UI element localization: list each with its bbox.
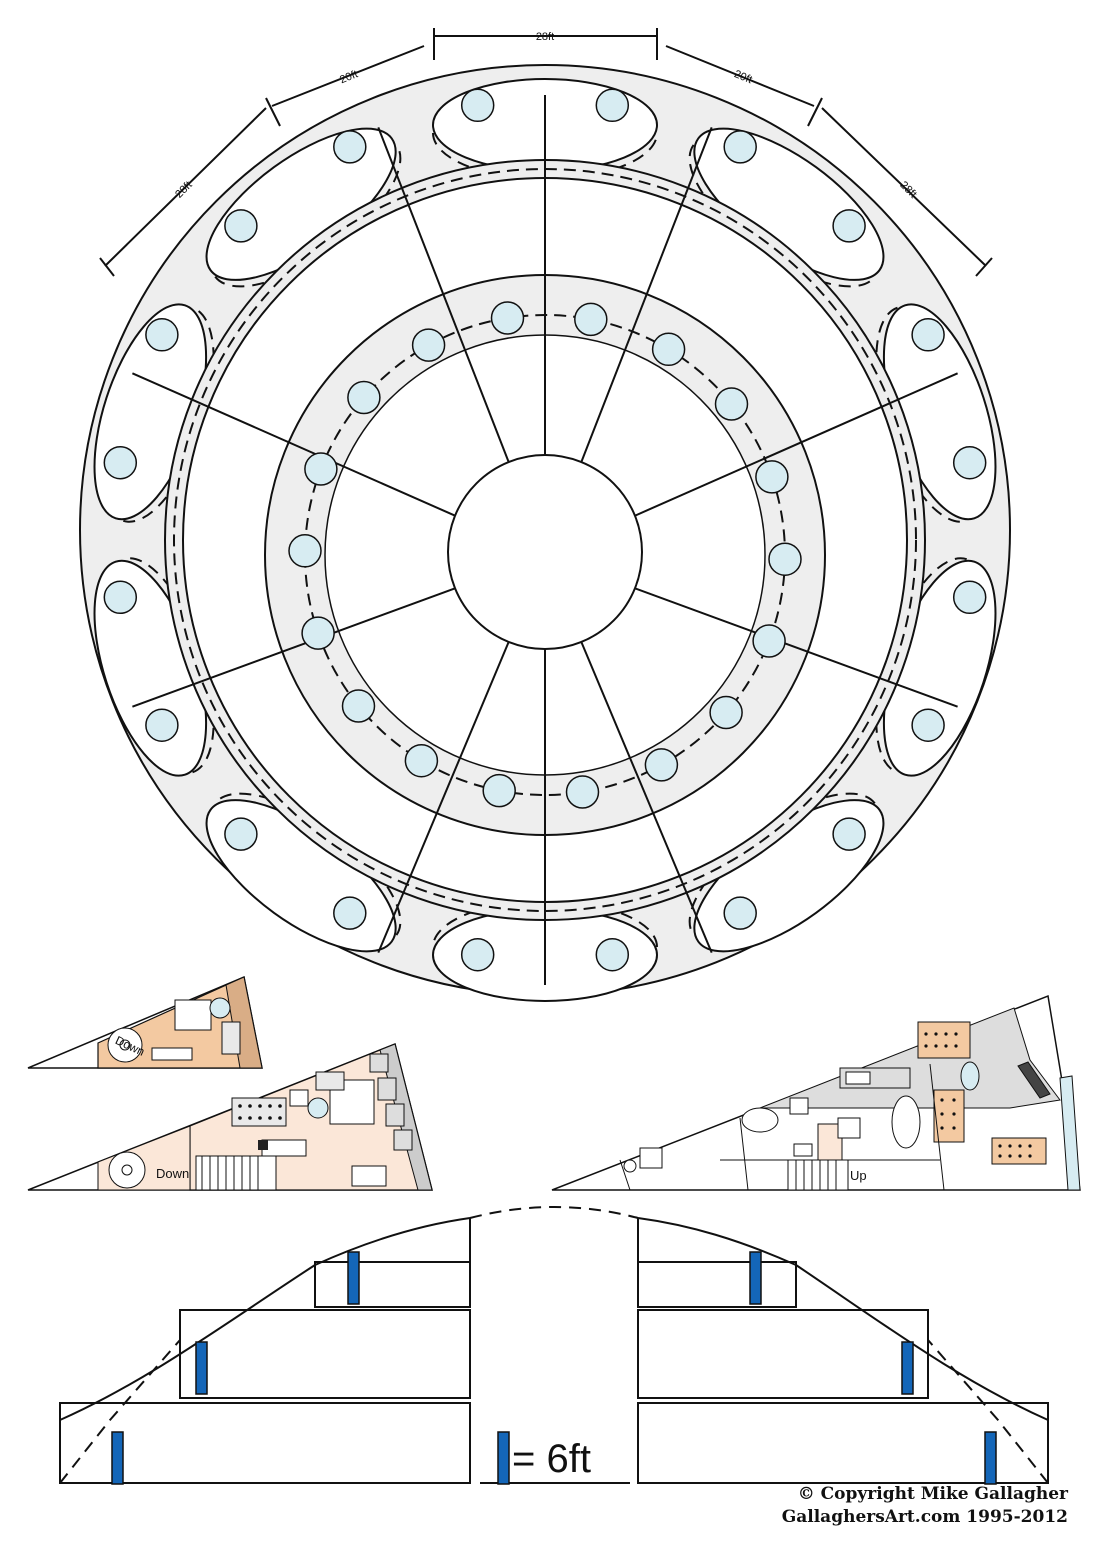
porthole [224,817,258,851]
porthole [644,748,679,782]
porthole [911,318,945,352]
porthole [333,130,367,164]
person-marker [984,1431,997,1485]
porthole [224,209,258,243]
porthole [595,937,630,972]
spoke [634,587,958,708]
porthole [723,130,757,164]
spoke [131,372,456,517]
spoke [634,372,959,517]
central-hub [447,454,643,650]
floorplan-right-wedge: Up [551,994,1081,1191]
porthole [411,328,446,362]
porthole [103,445,138,480]
spoke [132,587,456,708]
website-line: GallaghersArt.com 1995-2012 [781,1507,1068,1527]
porthole [490,301,525,335]
right-up-label: Up [850,1168,867,1183]
porthole [755,460,789,494]
dim-top-label: 28ft [536,31,554,43]
porthole [651,332,686,367]
person-marker [195,1341,208,1395]
porthole [574,302,608,337]
spoke [377,641,510,953]
porthole [752,624,786,658]
station-top-view [79,64,1011,1002]
person-marker [111,1431,124,1485]
porthole [832,817,866,851]
floorplan-small-wedge: Down [27,975,263,1069]
porthole [460,937,495,972]
spoke [377,127,510,463]
middle-ring-dash [173,168,917,912]
person-marker [347,1251,360,1305]
spoke [580,127,713,463]
section-roof [59,1206,1049,1484]
dim-upper-right-label: 20ft [732,68,754,86]
copyright-block: © Copyright Mike Gallagher GallaghersArt… [782,1483,1068,1529]
mid-down-label: Down [156,1166,189,1181]
porthole [347,380,381,415]
porthole [288,534,322,568]
scale-label: = 6ft [512,1437,591,1481]
side-section [59,1218,1049,1484]
porthole [333,896,367,930]
porthole [103,580,138,615]
porthole [341,689,376,723]
porthole [301,616,335,650]
porthole [595,88,630,123]
person-marker [901,1341,914,1395]
floorplan-mid-wedge: Down [27,1042,433,1191]
copyright-line: © Copyright Mike Gallagher [797,1484,1068,1504]
dimension-lines [99,28,993,277]
porthole [952,445,987,480]
spokes [131,95,959,985]
porthole [911,708,945,742]
porthole [952,580,987,615]
person-scale-markers [111,1251,997,1485]
porthole [304,452,338,486]
porthole [404,743,439,778]
porthole [768,542,802,576]
porthole [145,318,179,352]
porthole [482,773,516,808]
porthole [460,88,495,123]
porthole [565,775,600,809]
portholes [103,88,987,972]
porthole [714,387,749,421]
person-marker [749,1251,762,1305]
porthole [709,695,743,730]
scale-marker [497,1431,510,1485]
spoke [580,641,713,953]
porthole [832,209,866,243]
porthole [723,896,757,930]
porthole [145,708,179,742]
dim-upper-left-label: 20ft [338,68,360,86]
